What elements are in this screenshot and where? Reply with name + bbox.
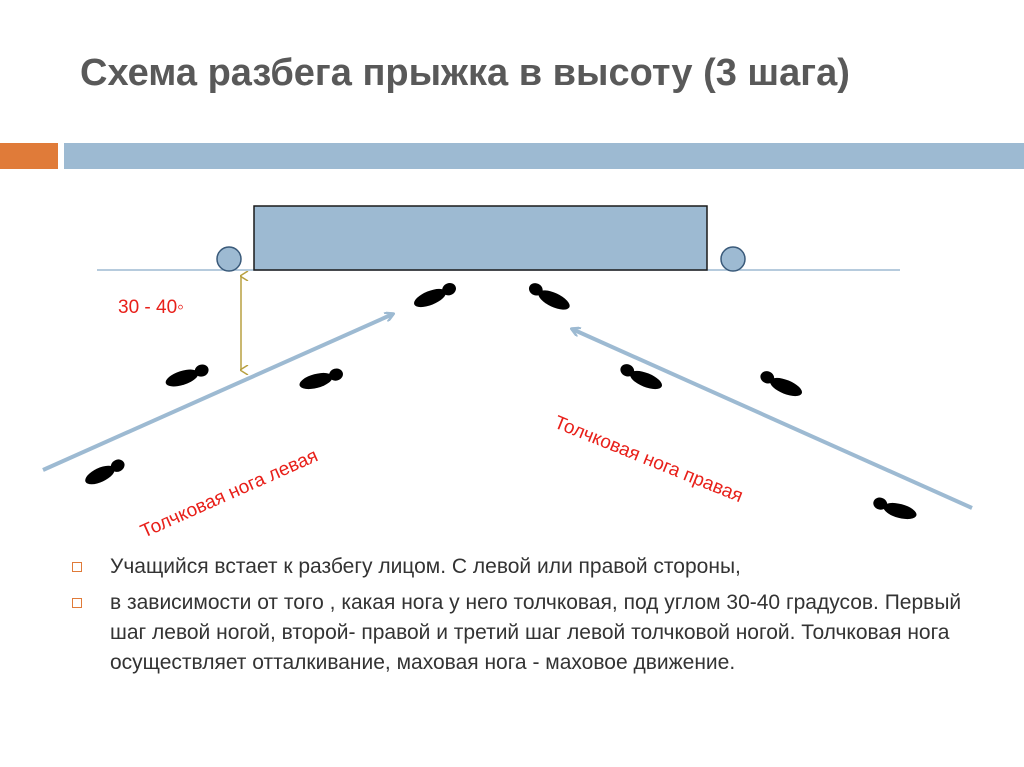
footprint-left-1 xyxy=(85,459,125,485)
list-item: в зависимости от того , какая нога у нег… xyxy=(72,588,972,678)
bullet-text: Учащийся встает к разбегу лицом. С левой… xyxy=(110,555,741,578)
right-approach-arrow xyxy=(572,329,973,510)
angle-label: 30 - 40◦ xyxy=(118,297,184,318)
footprint-right-3 xyxy=(760,371,802,397)
description-list: Учащийся встает к разбегу лицом. С левой… xyxy=(72,552,972,684)
slide-title: Схема разбега прыжка в высоту (3 шага) xyxy=(80,52,850,94)
footprint-left-2 xyxy=(165,364,209,387)
list-item: Учащийся встает к разбегу лицом. С левой… xyxy=(72,552,972,582)
landing-mat xyxy=(253,205,708,271)
footprint-right-1 xyxy=(528,283,570,310)
footprint-right-2 xyxy=(620,364,662,390)
left-approach-arrow xyxy=(42,314,393,472)
right-takeoff-label: Толчковая нога правая xyxy=(551,412,746,507)
footprint-left-3 xyxy=(299,368,343,390)
left-takeoff-label: Толчковая нога левая xyxy=(137,445,321,542)
header-band-orange xyxy=(0,143,58,169)
footprint-right-4 xyxy=(873,497,917,520)
bullet-text: в зависимости от того , какая нога у нег… xyxy=(110,591,962,674)
bullet-square-icon xyxy=(72,562,82,572)
bullet-square-icon xyxy=(72,598,82,608)
right-stand xyxy=(720,246,746,272)
left-stand xyxy=(216,246,242,272)
header-band-blue xyxy=(64,143,1024,169)
footprint-left-4 xyxy=(414,283,456,308)
